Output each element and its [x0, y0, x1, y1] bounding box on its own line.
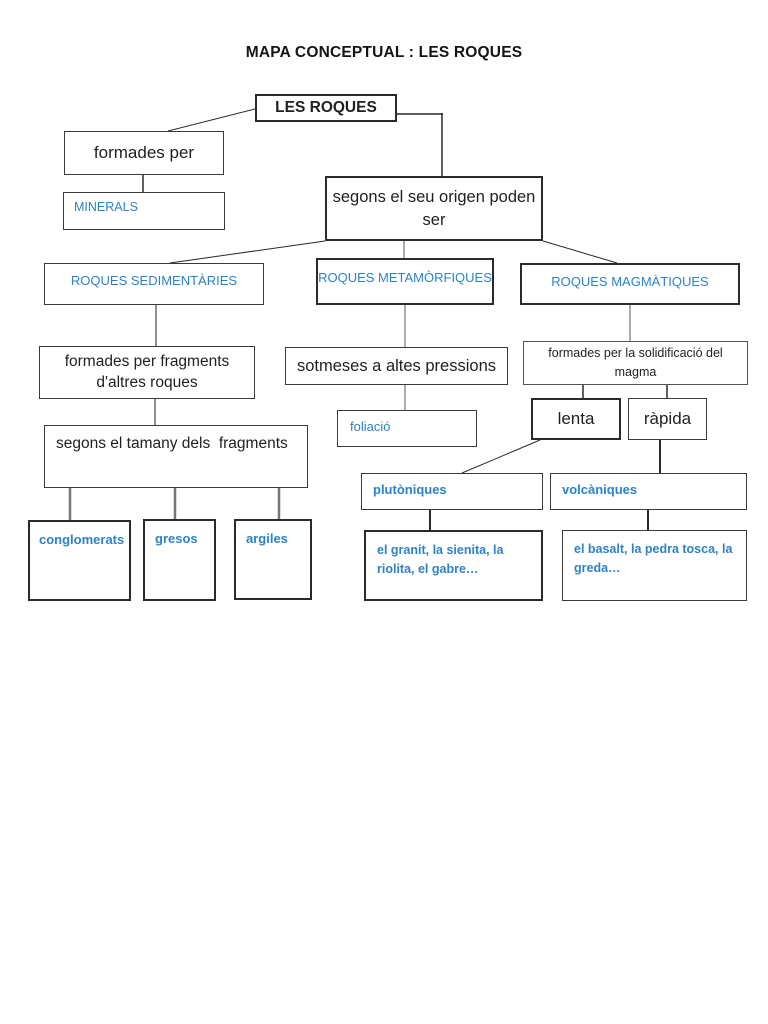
node-plutoniques-label: plutòniques: [373, 482, 447, 497]
node-solidificacio-magma: formades per la solidificació del magma: [523, 341, 748, 385]
node-roques-magmatiques-label: ROQUES MAGMÀTIQUES: [551, 274, 709, 289]
node-conglomerats-label: conglomerats: [39, 532, 125, 547]
node-exemples-volcaniques: el basalt, la pedra tosca, la greda…: [562, 530, 747, 601]
node-solidificacio-magma-label: formades per la solidificació del magma: [548, 346, 723, 379]
node-formades-fragments-label: formades per fragments d'altres roques: [64, 352, 230, 391]
node-rapida: ràpida: [628, 398, 707, 440]
node-roques-metamorfiques-label: ROQUES METAMÒRFIQUES: [318, 270, 492, 285]
node-volcaniques-label: volcàniques: [562, 482, 638, 497]
node-segons-origen-label: segons el seu origen poden ser: [332, 188, 536, 229]
node-lenta: lenta: [531, 398, 621, 440]
node-conglomerats: conglomerats: [28, 520, 131, 601]
node-lenta-label: lenta: [557, 408, 595, 428]
node-les-roques-label: LES ROQUES: [275, 98, 377, 116]
node-exemples-volcaniques-label: el basalt, la pedra tosca, la greda…: [574, 542, 733, 576]
node-les-roques: LES ROQUES: [255, 94, 397, 122]
node-minerals: MINERALS: [63, 192, 225, 230]
node-gresos: gresos: [143, 519, 216, 601]
page-title: MAPA CONCEPTUAL : LES ROQUES: [245, 44, 523, 61]
node-exemples-plutoniques: el granit, la sienita, la riolita, el ga…: [364, 530, 543, 601]
node-formades-per-label: formades per: [93, 142, 195, 162]
node-segons-origen: segons el seu origen poden ser: [325, 176, 543, 241]
node-sotmeses-pressions: sotmeses a altes pressions: [285, 347, 508, 385]
node-sotmeses-pressions-label: sotmeses a altes pressions: [296, 356, 496, 375]
node-argiles: argiles: [234, 519, 312, 600]
node-argiles-label: argiles: [246, 531, 288, 546]
node-foliacio: foliació: [337, 410, 477, 447]
node-gresos-label: gresos: [155, 531, 198, 546]
node-minerals-label: MINERALS: [74, 200, 138, 214]
node-segons-tamany: segons el tamany dels fragments: [44, 425, 308, 488]
node-exemples-plutoniques-label: el granit, la sienita, la riolita, el ga…: [377, 543, 504, 577]
node-roques-metamorfiques: ROQUES METAMÒRFIQUES: [316, 258, 494, 305]
node-foliacio-label: foliació: [350, 419, 391, 434]
node-formades-fragments: formades per fragments d'altres roques: [39, 346, 255, 399]
node-plutoniques: plutòniques: [361, 473, 543, 510]
node-rapida-label: ràpida: [643, 408, 692, 428]
node-volcaniques: volcàniques: [550, 473, 747, 510]
node-segons-tamany-label: segons el tamany dels fragments: [56, 435, 288, 452]
node-roques-sedimentaries-label: ROQUES SEDIMENTÀRIES: [70, 273, 238, 288]
node-roques-sedimentaries: ROQUES SEDIMENTÀRIES: [44, 263, 264, 305]
node-formades-per: formades per: [64, 131, 224, 175]
node-roques-magmatiques: ROQUES MAGMÀTIQUES: [520, 263, 740, 305]
